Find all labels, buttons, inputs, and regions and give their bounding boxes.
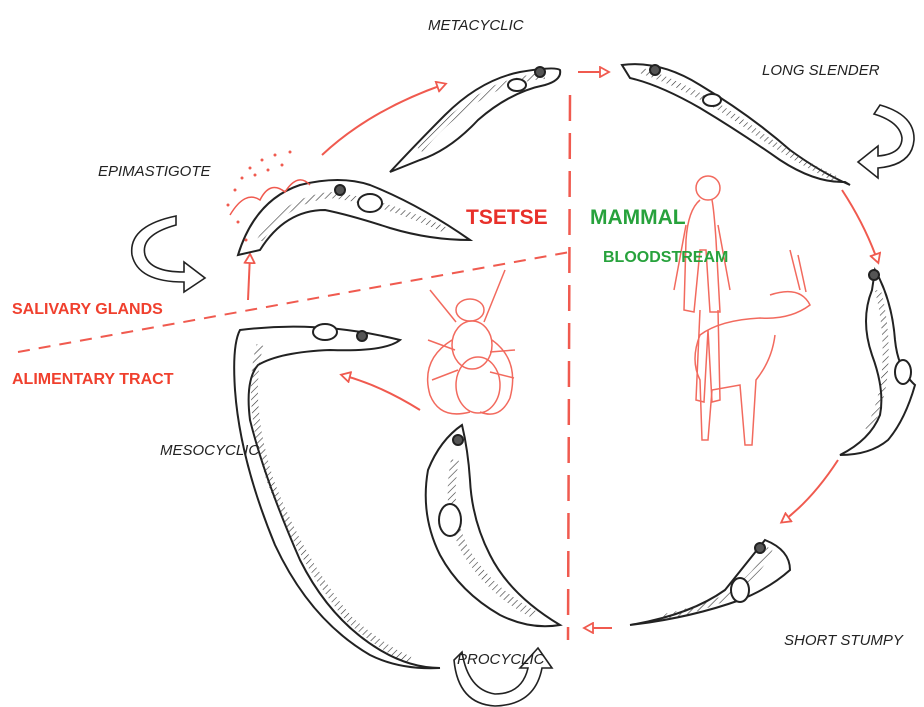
arrow-procyclic-to-mesocyclic [342,375,420,410]
cycle-arrows-icon-left [132,216,205,292]
mammal-label: MAMMAL [590,206,686,230]
procyclic-label: PROCYCLIC [457,651,545,668]
salivary-glands-label: SALIVARY GLANDS [12,301,163,319]
tsetse-label: TSETSE [466,206,548,230]
host-divider-line [568,95,570,640]
bloodstream-label: BLOODSTREAM [603,249,728,267]
mesocyclic-label: MESOCYCLIC [160,442,259,459]
procyclic-trypanosome [426,425,560,626]
short-stumpy-trypanosome [630,540,790,625]
arrow-long-slender-to-short-stumpy-a [842,190,878,262]
arrow-long-slender-to-short-stumpy-b [782,460,838,522]
tsetse-fly-icon [428,270,515,414]
metacyclic-trypanosome [390,67,560,172]
epimastigote-trypanosome [230,180,470,255]
short-stumpy-label: SHORT STUMPY [784,632,903,649]
arrow-mesocyclic-to-epimastigote [248,255,250,300]
human-and-antelope-icon [674,176,810,445]
long-slender-trypanosome [622,64,850,185]
intermediate-bloodstream-trypanosome [840,270,915,455]
epimastigote-label: EPIMASTIGOTE [98,163,211,180]
alimentary-tract-label: ALIMENTARY TRACT [12,371,173,389]
metacyclic-label: METACYCLIC [428,17,524,34]
long-slender-label: LONG SLENDER [762,62,880,79]
mesocyclic-trypanosome [234,324,440,668]
cycle-arrows-icon-right [858,105,914,178]
